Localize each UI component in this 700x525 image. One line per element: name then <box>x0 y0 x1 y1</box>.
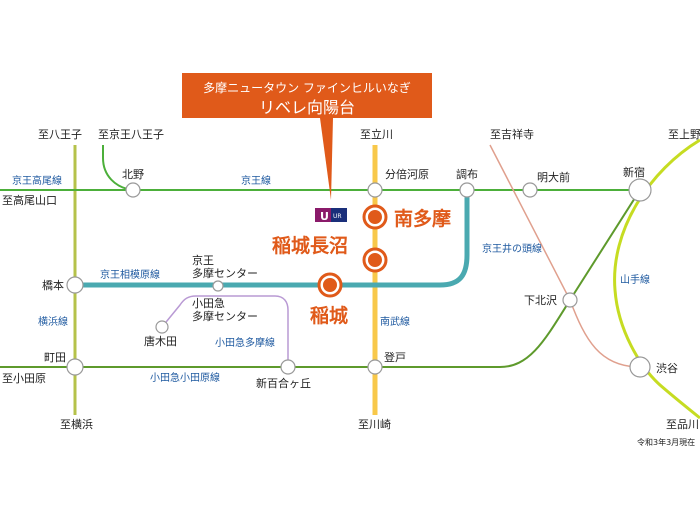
station-karakida[interactable] <box>155 320 169 334</box>
label-shibuya: 渋谷 <box>656 362 678 375</box>
line-label-yokohama: 横浜線 <box>38 315 68 328</box>
dir-kawasaki: 至川崎 <box>358 417 391 431</box>
label-inaginaganuma: 稲城長沼 <box>272 234 348 257</box>
line-label-inokashira: 京王井の頭線 <box>482 242 542 255</box>
station-chofu[interactable] <box>459 182 475 198</box>
svg-text:U: U <box>320 210 329 223</box>
callout-pointer <box>320 118 333 200</box>
label-chofu: 調布 <box>456 167 478 181</box>
dir-yokohama: 至横浜 <box>60 417 93 431</box>
line-label-odakyu-odawara: 小田急小田原線 <box>150 371 220 384</box>
ur-logo: U UR <box>315 208 347 223</box>
keio-sagamihara-line <box>75 190 470 288</box>
dir-kichijoji: 至吉祥寺 <box>490 127 534 141</box>
dir-shinagawa: 至品川 <box>666 418 699 431</box>
station-minamitama-marker[interactable] <box>362 204 388 230</box>
dir-keio-hachioji: 至京王八王子 <box>98 127 164 141</box>
line-label-yamanote: 山手線 <box>620 273 650 286</box>
station-keio-tama-center[interactable] <box>212 280 224 292</box>
dir-tachikawa: 至立川 <box>360 127 393 141</box>
line-label-nambu: 南武線 <box>380 315 410 328</box>
line-label-keio-sagamihara: 京王相模原線 <box>100 268 160 281</box>
station-machida[interactable] <box>66 358 84 376</box>
label-inagi: 稲城 <box>310 304 348 327</box>
label-kitano: 北野 <box>122 168 144 181</box>
label-shimokitazawa: 下北沢 <box>524 293 557 307</box>
station-noborito[interactable] <box>367 359 383 375</box>
label-noborito: 登戸 <box>384 350 406 364</box>
station-shinyurigaoka[interactable] <box>280 359 296 375</box>
dir-takaosanguchi: 至高尾山口 <box>2 193 57 207</box>
label-shinjuku: 新宿 <box>623 165 645 179</box>
odakyu-tama-line <box>161 295 289 367</box>
label-bubaigawara: 分倍河原 <box>385 167 429 181</box>
line-label-keio: 京王線 <box>241 174 271 187</box>
label-keio-tama-center-2: 多摩センター <box>192 266 258 280</box>
label-machida: 町田 <box>44 351 66 364</box>
label-keio-tama-center-1: 京王 <box>192 253 214 267</box>
station-shimokitazawa[interactable] <box>562 292 578 308</box>
label-minamitama: 南多摩 <box>394 207 451 230</box>
station-inaginaganuma-marker[interactable] <box>362 247 388 273</box>
svg-text:UR: UR <box>333 213 342 220</box>
dir-odawara: 至小田原 <box>2 372 46 385</box>
label-shinyurigaoka: 新百合ヶ丘 <box>256 376 311 390</box>
station-hashimoto[interactable] <box>66 276 84 294</box>
station-kitano[interactable] <box>125 182 141 198</box>
dir-hachioji: 至八王子 <box>38 128 82 141</box>
station-meidaimae[interactable] <box>522 182 538 198</box>
station-inagi-marker[interactable] <box>317 272 343 298</box>
date-note: 令和3年3月現在 <box>637 437 695 447</box>
dir-ueno: 至上野 <box>668 128 700 141</box>
line-label-odakyu-tama: 小田急多摩線 <box>215 336 275 349</box>
station-shibuya[interactable] <box>629 356 651 378</box>
label-odakyu-tama-center-1: 小田急 <box>192 296 225 310</box>
label-karakida: 唐木田 <box>144 334 177 348</box>
callout-title: リベレ向陽台 <box>259 98 355 117</box>
callout-box <box>182 73 432 118</box>
line-label-keio-takao: 京王高尾線 <box>12 174 62 187</box>
label-odakyu-tama-center-2: 多摩センター <box>192 309 258 323</box>
callout-subtitle: 多摩ニュータウン ファインヒルいなぎ <box>203 80 411 95</box>
station-bubaigawara[interactable] <box>367 182 383 198</box>
label-meidaimae: 明大前 <box>537 170 570 184</box>
label-hashimoto: 橋本 <box>42 278 64 292</box>
station-shinjuku[interactable] <box>628 178 652 202</box>
